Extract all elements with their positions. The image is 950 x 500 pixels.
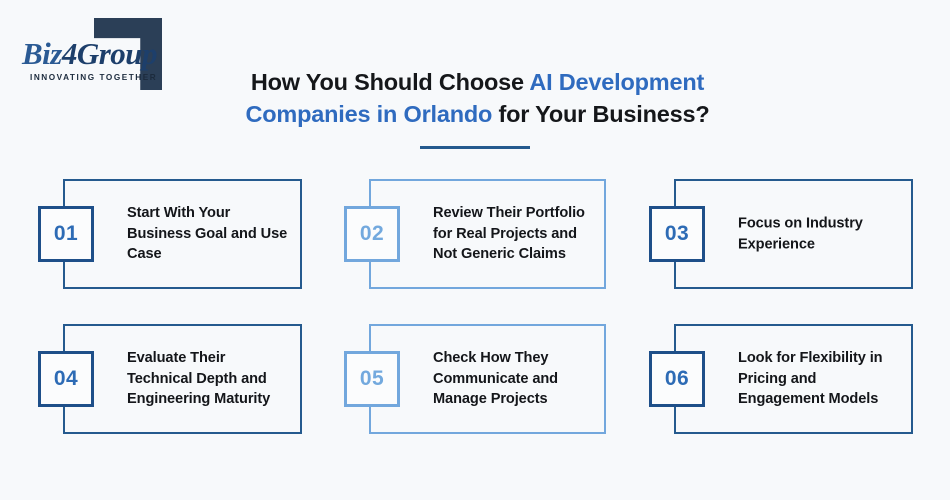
step-number-01: 01 [38,206,94,262]
brand-logo: Biz4Group INNOVATING TOGETHER [16,16,176,94]
step-card-02: 02 Review Their Portfolio for Real Proje… [344,179,606,289]
logo-tagline: INNOVATING TOGETHER [30,73,158,82]
step-text-02: Review Their Portfolio for Real Projects… [433,204,585,263]
title-divider [420,146,530,149]
title-segment-highlight-2: Companies in Orlando [245,101,493,128]
step-text-01: Start With Your Business Goal and Use Ca… [127,204,288,263]
logo-wordmark: Biz4Group [22,36,158,72]
title-segment-plain-2: for Your Business? [492,101,710,128]
logo-word-biz: Biz [22,36,62,71]
title-segment-plain-1: How You Should Choose [250,69,530,95]
step-text-05: Check How They Communicate and Manage Pr… [433,349,558,408]
step-number-06: 06 [649,351,705,407]
step-number-02: 02 [344,206,400,262]
logo-word-four: 4 [61,36,78,71]
step-card-05: 05 Check How They Communicate and Manage… [344,324,606,434]
step-card-04: 04 Evaluate Their Technical Depth and En… [38,324,302,434]
step-text-04: Evaluate Their Technical Depth and Engin… [127,349,271,408]
step-card-01: 01 Start With Your Business Goal and Use… [38,179,302,289]
page-title: How You Should Choose AI Development Com… [200,66,755,131]
logo-word-group: Group [76,36,158,71]
step-card-06: 06 Look for Flexibility in Pricing and E… [649,324,913,434]
step-card-03: 03 Focus on Industry Experience [649,179,913,289]
step-number-03: 03 [649,206,705,262]
title-segment-highlight-1: AI Development [529,69,705,95]
step-text-03: Focus on Industry Experience [738,215,863,252]
step-text-06: Look for Flexibility in Pricing and Enga… [738,349,883,408]
step-number-04: 04 [38,351,94,407]
step-number-05: 05 [344,351,400,407]
